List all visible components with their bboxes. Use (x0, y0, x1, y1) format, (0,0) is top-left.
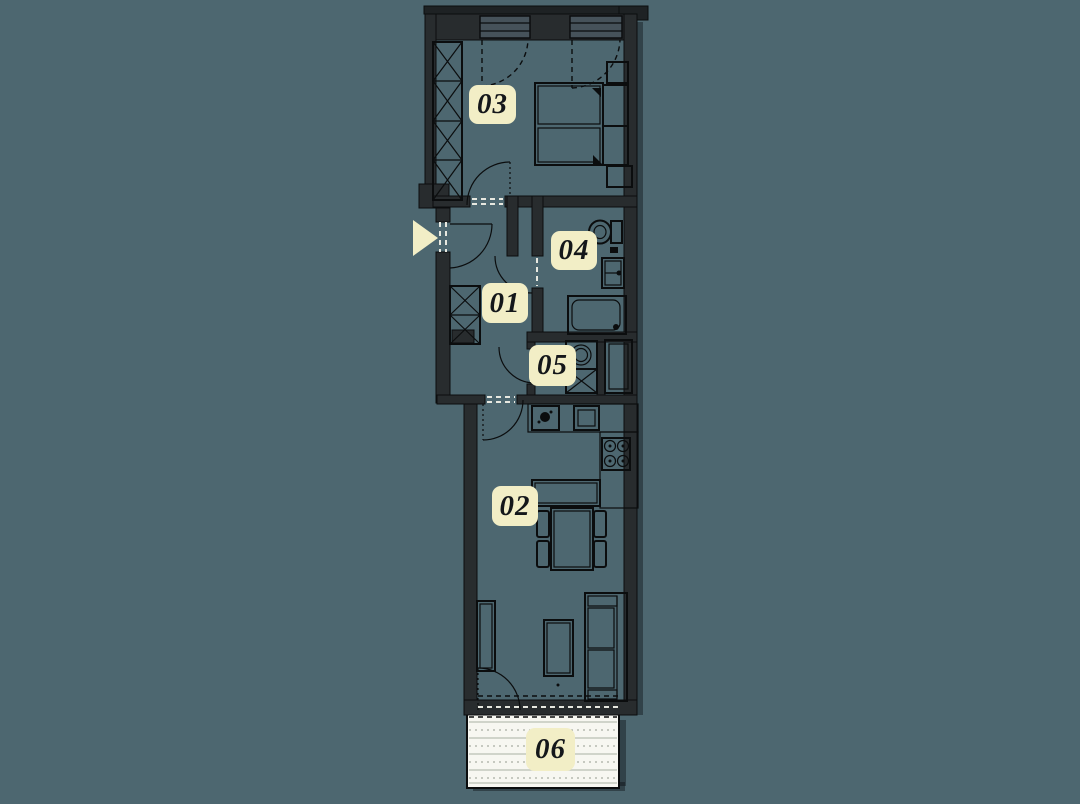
dining-table (536, 507, 607, 571)
room-label-05: 05 (529, 345, 576, 386)
door-swing-room05 (498, 346, 536, 384)
chair (593, 540, 607, 568)
window (479, 15, 623, 89)
nightstand (606, 61, 629, 84)
chair (593, 510, 607, 538)
canopy-edge (423, 5, 625, 15)
pillow-mark (592, 88, 601, 97)
wardrobe (432, 41, 463, 201)
bathtub (567, 295, 627, 335)
door-swing-room03 (466, 161, 511, 206)
sofa (584, 592, 628, 702)
pillow-mark (593, 155, 602, 164)
kitchen-sink (531, 405, 560, 431)
sink (601, 257, 625, 289)
coffee-table (543, 619, 574, 687)
room-label-03: 03 (469, 85, 516, 124)
room-label-02: 02 (492, 486, 538, 526)
room-label-06: 06 (526, 728, 575, 771)
shaft-cabinet (604, 339, 633, 394)
entrance-door (439, 222, 493, 269)
chair (536, 540, 550, 568)
nightstand (606, 165, 633, 188)
room-label-04: 04 (551, 231, 597, 270)
walls (418, 5, 649, 716)
chair (536, 510, 550, 538)
oven (573, 405, 600, 431)
hall-wardrobe (449, 285, 481, 345)
entrance-arrow-icon (413, 220, 438, 256)
double-bed (534, 61, 633, 188)
stove (601, 437, 631, 471)
room-label-01: 01 (482, 283, 528, 323)
door-swing-living (482, 396, 524, 441)
door-swing-balcony (477, 667, 521, 711)
shelf (476, 600, 496, 672)
